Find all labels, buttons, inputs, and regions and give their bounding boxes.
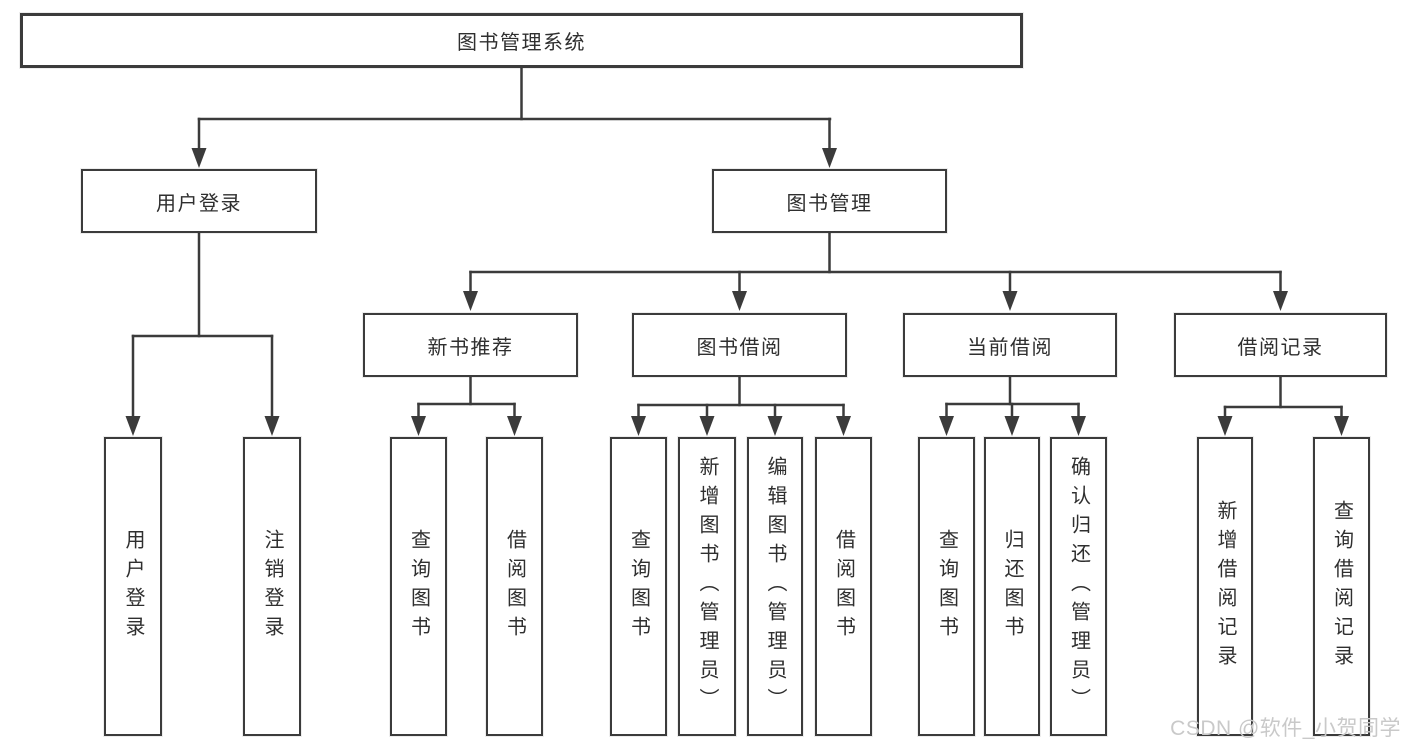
leaf-edit-book-admin: 编辑图书（管理员） — [747, 437, 803, 736]
node-current-borrowing-label: 当前借阅 — [967, 336, 1053, 359]
leaf-logout: 注销登录 — [243, 437, 301, 736]
leaf-user-login-label: 用户登录 — [122, 528, 144, 645]
leaf-add-borrow-record-label: 新增借阅记录 — [1214, 499, 1236, 674]
node-library-management-system: 图书管理系统 — [20, 13, 1023, 68]
node-new-book-recommendation-label: 新书推荐 — [427, 336, 514, 359]
leaf-user-login: 用户登录 — [104, 437, 162, 736]
leaf-add-book-admin-label: 新增图书（管理员） — [696, 456, 718, 717]
node-user-login: 用户登录 — [81, 169, 317, 233]
leaf-query-books-recommend-label: 查询图书 — [407, 528, 430, 645]
leaf-logout-label: 注销登录 — [261, 528, 283, 645]
node-book-borrowing: 图书借阅 — [632, 313, 847, 377]
leaf-edit-book-admin-label: 编辑图书（管理员） — [764, 456, 786, 717]
node-library-management-system-label: 图书管理系统 — [457, 32, 586, 54]
leaf-confirm-return-admin-label: 确认归还（管理员） — [1067, 456, 1090, 717]
csdn-watermark: CSDN @软件_小贺同学 — [1170, 717, 1401, 740]
leaf-query-books-recommend: 查询图书 — [390, 437, 447, 736]
node-user-login-label: 用户登录 — [156, 192, 242, 215]
node-current-borrowing: 当前借阅 — [903, 313, 1117, 377]
leaf-return-book: 归还图书 — [984, 437, 1040, 736]
node-borrowing-records-label: 借阅记录 — [1237, 336, 1324, 359]
leaf-borrow-books-recommend: 借阅图书 — [486, 437, 543, 736]
leaf-borrow-books-borrow-label: 借阅图书 — [832, 528, 855, 645]
leaf-borrow-books-borrow: 借阅图书 — [815, 437, 872, 736]
leaf-return-book-label: 归还图书 — [1001, 528, 1023, 645]
leaf-confirm-return-admin: 确认归还（管理员） — [1050, 437, 1107, 736]
leaf-query-books-current-label: 查询图书 — [935, 528, 958, 645]
node-book-management: 图书管理 — [712, 169, 947, 233]
leaf-borrow-books-recommend-label: 借阅图书 — [503, 528, 526, 645]
node-borrowing-records: 借阅记录 — [1174, 313, 1387, 377]
leaf-query-books-current: 查询图书 — [918, 437, 975, 736]
leaf-query-borrow-record-label: 查询借阅记录 — [1330, 499, 1353, 674]
node-book-borrowing-label: 图书借阅 — [696, 336, 783, 359]
leaf-add-borrow-record: 新增借阅记录 — [1197, 437, 1253, 736]
leaf-add-book-admin: 新增图书（管理员） — [678, 437, 736, 736]
leaf-query-books-borrow-label: 查询图书 — [627, 528, 650, 645]
node-new-book-recommendation: 新书推荐 — [363, 313, 578, 377]
leaf-query-books-borrow: 查询图书 — [610, 437, 667, 736]
node-book-management-label: 图书管理 — [786, 192, 873, 215]
leaf-query-borrow-record: 查询借阅记录 — [1313, 437, 1370, 736]
